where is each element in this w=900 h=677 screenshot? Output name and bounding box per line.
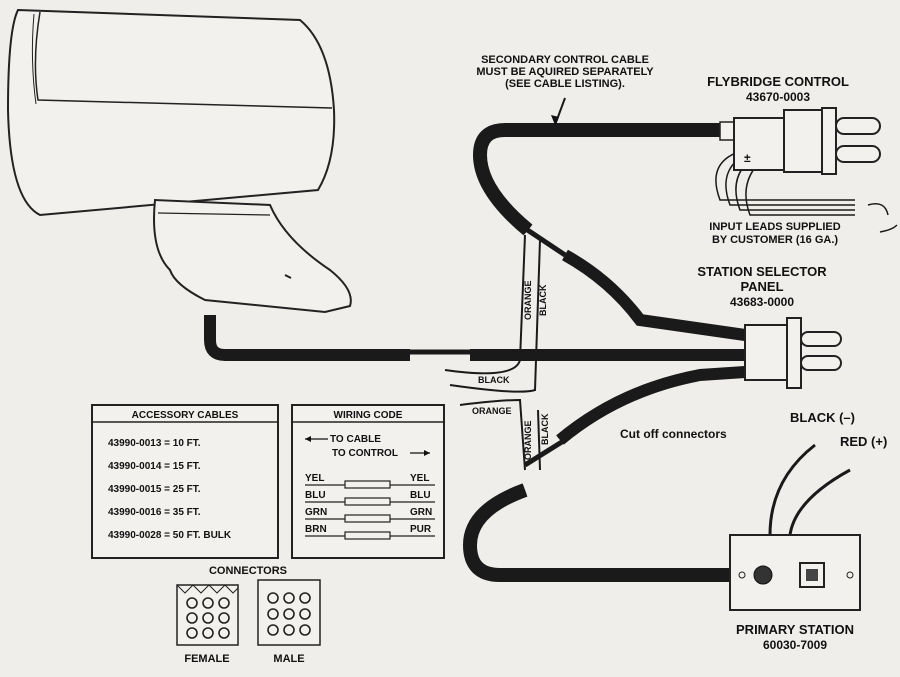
wiring-code-right: YEL (410, 473, 429, 484)
accessory-cables-title: ACCESSORY CABLES (132, 410, 239, 421)
wiring-code-title: WIRING CODE (334, 410, 403, 421)
flybridge-part: 43670-0003 (746, 90, 810, 104)
wire-black-upper: BLACK (538, 284, 548, 316)
wire-black-lower: BLACK (540, 413, 550, 445)
diagram-labels: SECONDARY CONTROL CABLE MUST BE AQUIRED … (472, 54, 887, 652)
wiring-code-left: BLU (305, 490, 326, 501)
wiring-code-right: PUR (410, 524, 432, 535)
cable-runs (204, 97, 898, 582)
secondary-cable-line1: SECONDARY CONTROL CABLE (481, 54, 649, 66)
station-selector-part: 43683-0000 (730, 295, 794, 309)
wiring-code-right: GRN (410, 507, 432, 518)
input-leads-line1: INPUT LEADS SUPPLIED (709, 221, 840, 233)
female-label: FEMALE (184, 653, 229, 665)
wiring-code-right: BLU (410, 490, 431, 501)
wiring-code-left: GRN (305, 507, 327, 518)
cut-off-connectors-label: Cut off connectors (620, 427, 727, 441)
input-leads-line2: BY CUSTOMER (16 GA.) (712, 234, 838, 246)
red-positive-label: RED (+) (840, 434, 887, 449)
station-selector-panel-label: PANEL (740, 279, 783, 294)
connectors: CONNECTORS FEMALE MALE (176, 565, 321, 665)
flybridge-title: FLYBRIDGE CONTROL (707, 74, 849, 89)
accessory-cables-box: ACCESSORY CABLES 43990-0013 = 10 FT. 439… (91, 404, 279, 559)
accessory-cable-item: 43990-0028 = 50 FT. BULK (108, 530, 232, 541)
accessory-cable-item: 43990-0014 = 15 FT. (108, 461, 201, 472)
to-cable-label: TO CABLE (330, 434, 381, 445)
wire-black-mid: BLACK (478, 375, 510, 385)
wiring-code-box: WIRING CODE TO CABLE TO CONTROL YEL YEL … (291, 404, 445, 559)
primary-station-title: PRIMARY STATION (736, 622, 854, 637)
wire-orange-mid: ORANGE (472, 406, 512, 416)
accessory-cable-item: 43990-0013 = 10 FT. (108, 438, 201, 449)
flybridge-control: ± (719, 107, 881, 175)
searchlight (6, 8, 352, 314)
primary-station-part: 60030-7009 (763, 638, 827, 652)
accessory-cable-item: 43990-0015 = 25 FT. (108, 484, 201, 495)
to-control-label: TO CONTROL (332, 448, 398, 459)
wire-orange-upper: ORANGE (523, 280, 533, 320)
male-label: MALE (273, 653, 304, 665)
flybridge-sign: ± (744, 151, 751, 165)
station-selector-title: STATION SELECTOR (697, 264, 827, 279)
primary-station (729, 534, 861, 611)
wiring-code-left: YEL (305, 473, 324, 484)
wire-orange-lower: ORANGE (523, 420, 533, 460)
black-negative-label: BLACK (–) (790, 410, 855, 425)
wiring-code-left: BRN (305, 524, 327, 535)
station-selector-panel (744, 317, 842, 389)
connectors-title: CONNECTORS (209, 565, 287, 577)
secondary-cable-line3: (SEE CABLE LISTING). (505, 78, 625, 90)
secondary-cable-line2: MUST BE AQUIRED SEPARATELY (476, 66, 654, 78)
accessory-cable-item: 43990-0016 = 35 FT. (108, 507, 201, 518)
